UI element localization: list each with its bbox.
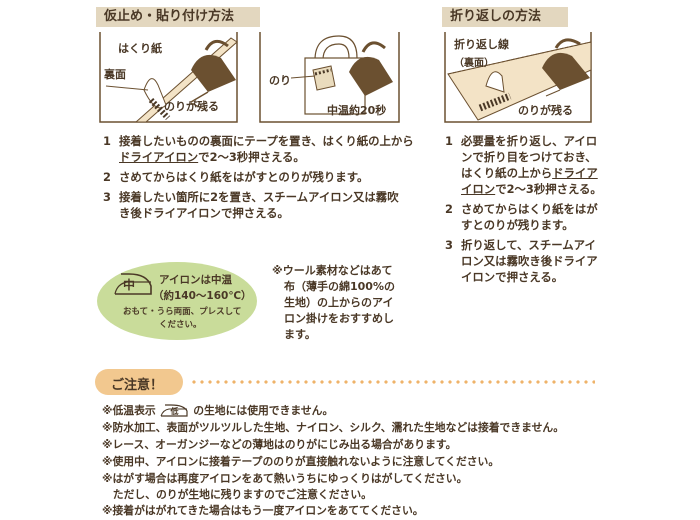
wool-note-line: ロン掛けをおすすめし [284, 312, 394, 325]
step-text: 接着したい箇所に2を置き、スチームアイロン又は霧吹 [119, 190, 399, 204]
iron-medium-icon [114, 273, 152, 295]
step-number: 1 [103, 134, 111, 148]
step-text: ロン又は霧吹き後ドライア [461, 254, 598, 268]
left-steps: 1 接着したいものの裏面にテープを置き、はくり紙の上からドライアイロンで2〜3秒押… [103, 133, 414, 225]
step-text: 折り返して、スチームアイ [461, 238, 596, 252]
label-glue-remains: のりが残る [164, 100, 219, 113]
caution-line-low-temp-post: の生地には使用できません。 [193, 404, 334, 417]
step-line: ンで折り目をつけておき、 [445, 149, 602, 165]
step-line: ロン又は霧吹き後ドライア [445, 253, 602, 269]
step-line: き後ドライアイロンで押さえる。 [103, 205, 414, 221]
step-line: 1 接着したいものの裏面にテープを置き、はくり紙の上から [103, 133, 414, 149]
caution-dotted-divider [190, 380, 595, 384]
step-line: すとのりが残ります。 [445, 217, 602, 233]
step-text: さめてからはくり紙をはが [461, 202, 598, 216]
attach-drawing [259, 32, 400, 123]
step-item: 3 折り返して、スチームアイロン又は霧吹き後ドライアイロンで押さえる。 [445, 237, 602, 285]
step-text: ドライア [552, 166, 598, 180]
step-number: 1 [445, 134, 453, 148]
wool-note-line: ※ウール素材などはあて [272, 264, 393, 277]
step-text: で2〜3秒押さえる。 [495, 182, 602, 196]
step-line: 2 さめてからはくり紙をはがすとのりが残ります。 [103, 169, 414, 185]
caution-line: ※レース、オーガンジーなどの薄地はのりがにじみ出る場合があります。 [102, 438, 457, 451]
caution-line: ただし、のりが生地に残りますのでご注意ください。 [102, 488, 372, 501]
label-fold-line: 折り返し線 [454, 38, 509, 51]
step-text: 必要量を折り返し、アイロ [461, 134, 598, 148]
step-line: ドライアイロンで2〜3秒押さえる。 [103, 149, 414, 165]
iron-temp-label: アイロンは中温 [159, 274, 232, 286]
caution-line: ※使用中、アイロンに接着テープののりが直接触れないように注意してください。 [102, 455, 500, 468]
step-number: 2 [445, 202, 453, 216]
iron-temp-range: （約140〜160℃） [153, 290, 252, 302]
step-item: 2 さめてからはくり紙をはがすとのりが残ります。 [103, 169, 414, 185]
step-line: 3 接着したい箇所に2を置き、スチームアイロン又は霧吹 [103, 189, 414, 205]
step-text: で2〜3秒押さえる。 [198, 150, 305, 164]
step-number: 2 [103, 170, 111, 184]
step-text: すとのりが残ります。 [461, 218, 574, 232]
iron-medium-symbol: 中 [123, 278, 136, 292]
left-section-title: 仮止め・貼り付け方法 [96, 7, 260, 27]
step-text: イロンで押さえる。 [461, 270, 564, 284]
caution-line: ※はがす場合は再度アイロンをあて熱いうちにゆっくりはがしてください。 [102, 472, 468, 485]
pretack-drawing [99, 32, 238, 123]
step-number: 3 [445, 238, 453, 252]
iron-press-note: おもて・うら両面、プレスして [123, 307, 242, 317]
step-text: き後ドライアイロンで押さえる。 [119, 206, 289, 220]
caution-title: ご注意！ [111, 378, 164, 393]
illustration-attach: のり 中温約20秒 [257, 30, 402, 125]
step-text: ンで折り目をつけておき、 [461, 150, 597, 164]
fold-drawing [444, 32, 592, 123]
label-release-paper: はくり紙 [118, 42, 162, 55]
step-item: 3 接着したい箇所に2を置き、スチームアイロン又は霧吹き後ドライアイロンで押さえる… [103, 189, 414, 221]
step-item: 1 接着したいものの裏面にテープを置き、はくり紙の上からドライアイロンで2〜3秒押… [103, 133, 414, 165]
caution-line: ※接着がはがれてきた場合はもう一度アイロンをあててください。 [102, 504, 424, 517]
right-section-title: 折り返しの方法 [442, 7, 568, 27]
label-glue-remains-right: のりが残る [518, 104, 573, 117]
step-line: 2 さめてからはくり紙をはが [445, 201, 602, 217]
step-line: 3 折り返して、スチームアイ [445, 237, 602, 253]
step-text: イロン [461, 182, 496, 196]
caution-badge: ご注意！ [95, 369, 183, 395]
iron-temperature-badge: 中 アイロンは中温 （約140〜160℃） おもて・うら両面、プレスして くださ… [97, 262, 257, 340]
step-line: 1 必要量を折り返し、アイロ [445, 133, 602, 149]
label-back-side: 裏面 [104, 68, 126, 81]
wool-note-line: ます。 [284, 328, 316, 341]
label-temp-time: 中温約20秒 [327, 104, 387, 117]
iron-low-symbol: 低 [170, 407, 179, 416]
iron-press-note-2: ください。 [159, 320, 202, 330]
iron-low-icon: 低 [159, 404, 189, 418]
step-text: ドライアイロン [119, 150, 199, 164]
illustration-pretack: はくり紙 裏面 のりが残る [96, 30, 241, 125]
step-text: さめてからはくり紙をはがすとのりが残ります。 [119, 170, 369, 184]
step-text: 接着したいものの裏面にテープを置き、はくり紙の上から [119, 134, 414, 148]
step-line: イロンで押さえる。 [445, 269, 602, 285]
wool-note-line: 生地）の上からのアイ [284, 296, 394, 309]
step-item: 2 さめてからはくり紙をはがすとのりが残ります。 [445, 201, 602, 233]
label-glue: のり [269, 74, 291, 87]
wool-note: ※ウール素材などはあて 布（薄手の綿100%の 生地）の上からのアイ ロン掛けを… [272, 263, 395, 343]
step-text: はくり紙の上から [461, 166, 553, 180]
label-back-paren: （裏面） [454, 58, 494, 69]
caution-line: ※防水加工、表面がツルツルした生地、ナイロン、シルク、濡れた生地などは接着できま… [102, 421, 565, 434]
caution-line-low-temp-pre: ※低温表示 [102, 404, 156, 417]
step-line: イロンで2〜3秒押さえる。 [445, 181, 602, 197]
caution-line-low-temp: ※低温表示 低 の生地には使用できません。 [102, 403, 333, 419]
wool-note-line: 布（薄手の綿100%の [284, 280, 395, 293]
step-line: はくり紙の上からドライア [445, 165, 602, 181]
step-number: 3 [103, 190, 111, 204]
illustration-fold: 折り返し線 （裏面） のりが残る [442, 30, 594, 125]
